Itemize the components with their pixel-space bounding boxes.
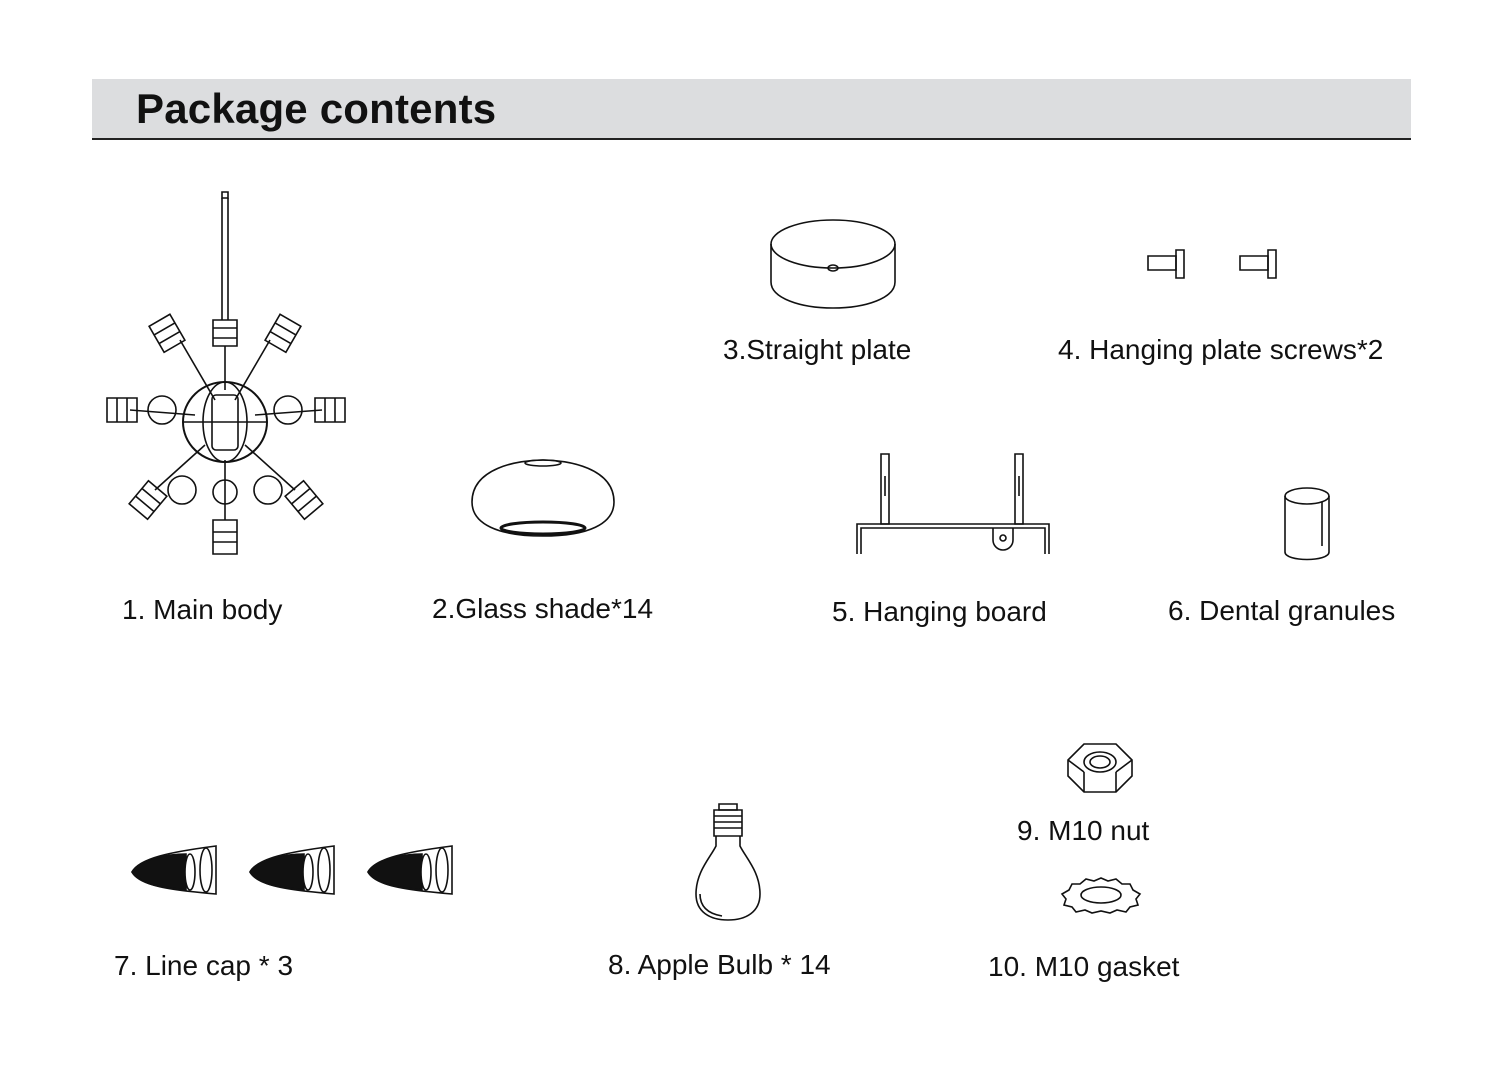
item-label-straight-plate: 3.Straight plate — [723, 334, 912, 365]
item-label-dental-granules: 6. Dental granules — [1168, 595, 1396, 626]
item-label-glass-shade: 2.Glass shade*14 — [432, 593, 654, 624]
hanging-board-icon — [855, 452, 1051, 560]
screw-icon — [1146, 248, 1188, 280]
straight-plate-icon — [770, 218, 896, 312]
item-label-m10-gasket: 10. M10 gasket — [988, 951, 1180, 982]
line-cap-icon — [130, 842, 220, 898]
item-label-m10-nut: 9. M10 nut — [1017, 815, 1150, 846]
screw-icon — [1238, 248, 1280, 280]
gasket-icon — [1060, 876, 1142, 914]
page-title: Package contents — [136, 85, 497, 132]
section-header: Package contents — [92, 79, 1411, 140]
item-label-line-cap: 7. Line cap * 3 — [114, 950, 294, 981]
apple-bulb-icon — [692, 802, 764, 924]
chandelier-main-body-icon — [100, 190, 352, 560]
item-label-main-body: 1. Main body — [122, 594, 283, 625]
line-cap-icon — [248, 842, 338, 898]
line-cap-icon — [366, 842, 456, 898]
hex-nut-icon — [1066, 742, 1134, 794]
dental-granule-icon — [1282, 486, 1332, 566]
item-label-hanging-board: 5. Hanging board — [832, 596, 1047, 627]
item-label-hanging-plate-screws: 4. Hanging plate screws*2 — [1058, 334, 1384, 365]
item-label-apple-bulb: 8. Apple Bulb * 14 — [608, 949, 831, 980]
glass-shade-icon — [468, 458, 618, 538]
